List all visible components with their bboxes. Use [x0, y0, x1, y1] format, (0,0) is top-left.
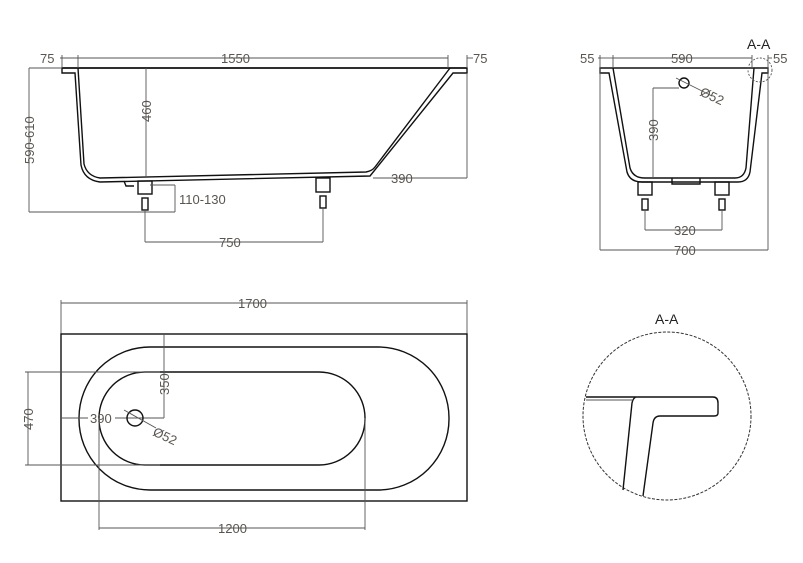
dim-leg-height: 110-130 — [179, 192, 226, 207]
dim-leg-spacing: 750 — [219, 235, 241, 250]
dim-end-rim-right: 55 — [773, 51, 787, 66]
end-leg-right — [714, 181, 730, 196]
leg-left — [123, 180, 153, 211]
dim-length-inner: 1550 — [221, 51, 250, 66]
dim-rim-right: 75 — [473, 51, 487, 66]
drain-hole — [126, 409, 144, 427]
tub-outer-profile — [61, 67, 468, 183]
leg-right — [315, 177, 331, 209]
overflow-hole — [678, 77, 690, 89]
end-outer-profile — [599, 67, 769, 183]
end-leg-left — [637, 181, 653, 196]
end-view: Ø52 A-A 55 590 55 390 320 700 — [580, 36, 787, 258]
side-view: 75 1550 75 460 590-610 110-130 750 390 — [22, 51, 487, 250]
dim-end-rim-left: 55 — [580, 51, 594, 66]
section-label: A-A — [747, 36, 771, 52]
dim-end-width-total: 700 — [674, 243, 696, 258]
dim-depth: 460 — [139, 100, 154, 122]
dim-end-leg-spacing: 320 — [674, 223, 696, 238]
section-marker-circle — [747, 57, 773, 83]
dim-drain-from-edge: 350 — [157, 373, 172, 395]
dim-bottom-length: 1200 — [218, 521, 247, 536]
dim-width-inner: 470 — [21, 408, 36, 430]
dim-drain-diameter: Ø52 — [151, 424, 180, 448]
dim-end-width-inner: 590 — [671, 51, 693, 66]
end-inner-profile — [612, 67, 755, 179]
dim-end-drain-height: 390 — [646, 119, 661, 141]
tub-rim-outline — [60, 333, 468, 502]
tub-inner-profile — [77, 67, 451, 179]
detail-circle — [582, 331, 752, 501]
dim-end-drain-diameter: Ø52 — [698, 84, 727, 108]
detail-title: A-A — [655, 311, 679, 327]
plan-view: 1700 470 350 390 Ø52 1200 — [21, 296, 468, 536]
tub-basin-outline — [78, 346, 450, 491]
dim-drain-from-end: 390 — [90, 411, 112, 426]
detail-view-a-a: A-A — [582, 311, 752, 501]
dim-rim-left: 75 — [40, 51, 54, 66]
dim-length-total: 1700 — [238, 296, 267, 311]
dim-height: 590-610 — [22, 116, 37, 164]
dim-slope-offset: 390 — [391, 171, 413, 186]
